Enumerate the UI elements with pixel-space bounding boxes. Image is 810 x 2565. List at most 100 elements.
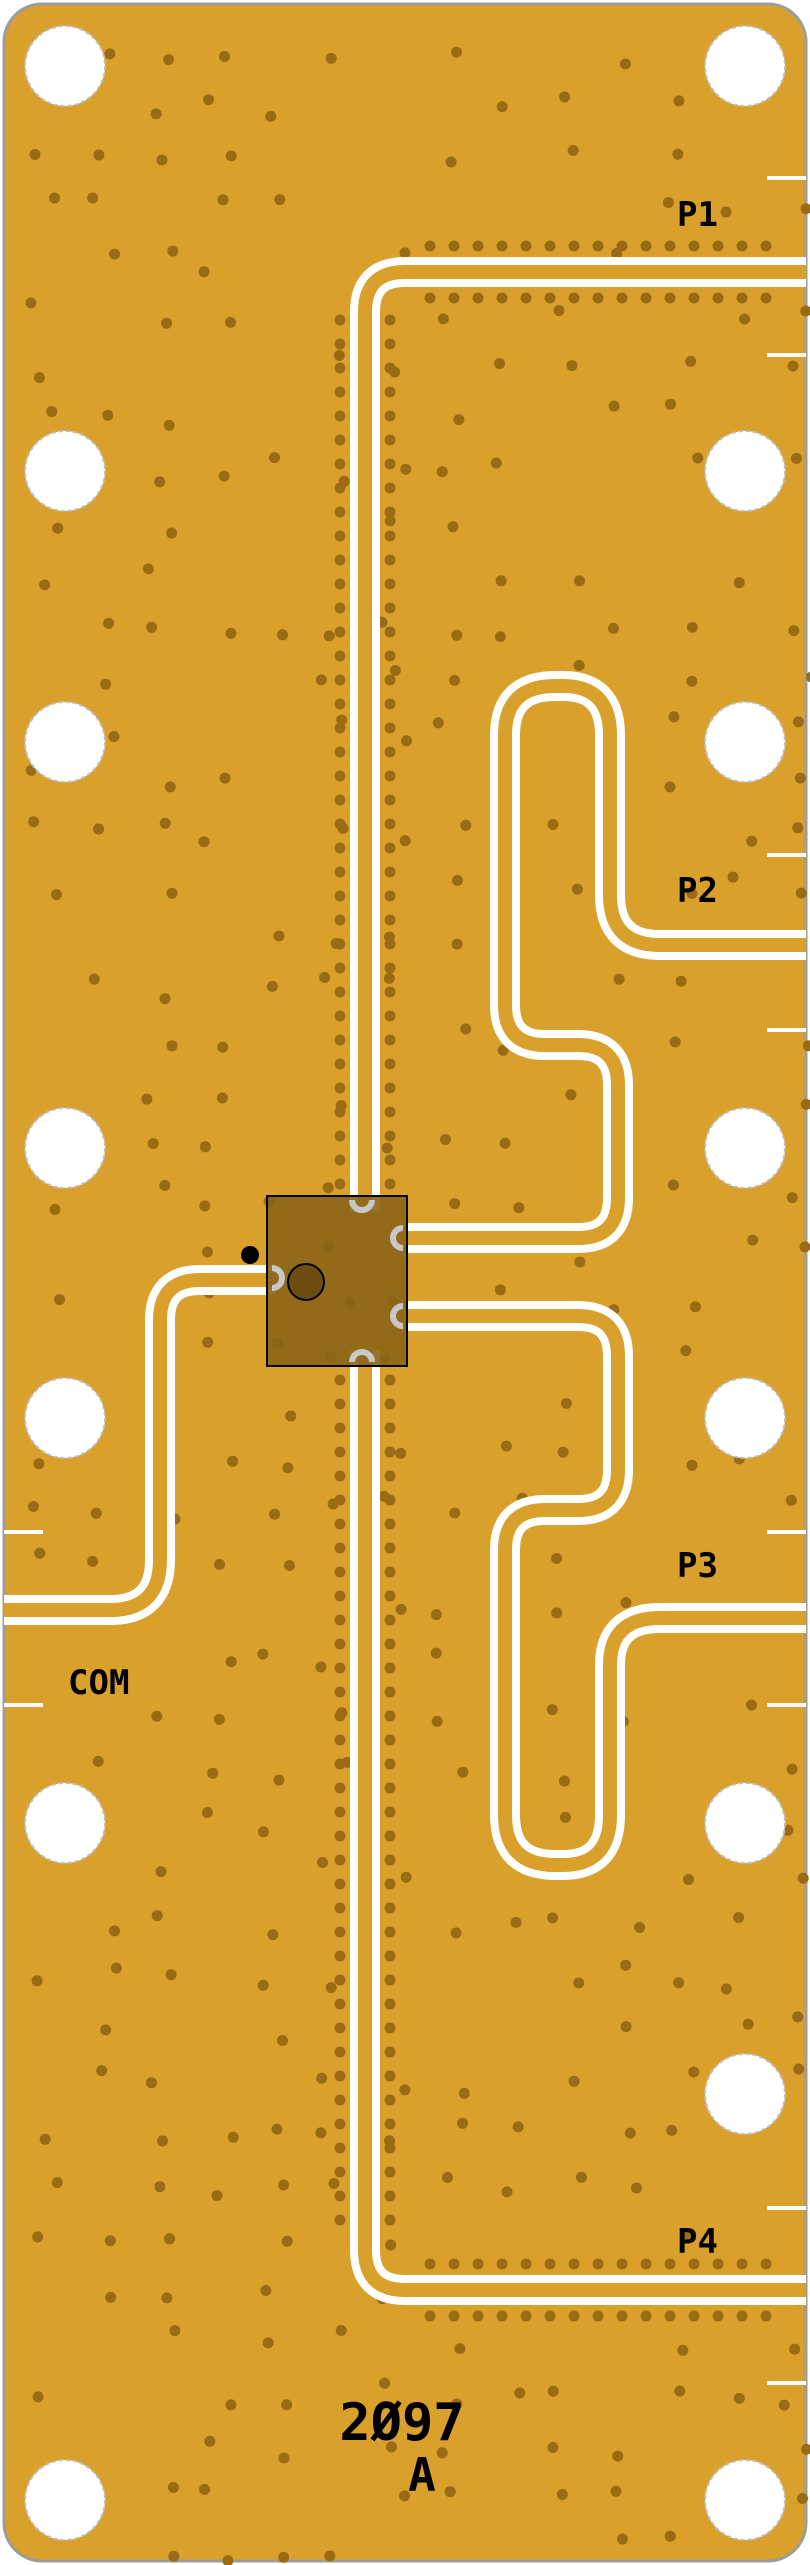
via-dot [219,51,230,62]
via-dot [219,772,231,784]
via-dot [592,292,604,304]
via-dot [168,2550,180,2562]
via-dot [400,463,412,475]
via-dot [87,192,99,204]
via-dot [677,2344,689,2356]
via-dot [384,2190,396,2202]
via-dot [28,816,40,828]
via-dot [448,2258,460,2270]
via-dot [271,2123,283,2135]
via-dot [260,2285,272,2296]
via-dot [334,1902,346,1914]
via-dot [788,625,800,637]
via-dot [496,2258,508,2270]
part-number: 2Ø97 [339,2393,464,2453]
via-dot [164,781,176,793]
via-dot [334,698,346,710]
via-dot [384,602,396,614]
via-dot [334,866,346,878]
via-dot [384,1806,396,1818]
via-dot [334,1758,346,1770]
via-dot [334,650,346,662]
via-dot [31,1975,43,1987]
via-dot [88,973,100,985]
via-dot [334,770,346,782]
via-dot [450,1927,462,1939]
via-dot [664,240,676,252]
trace-p1 [358,265,806,1212]
via-dot [574,1256,586,1268]
via-dot [592,240,604,252]
mounting-hole [24,1107,106,1189]
via-dot [496,101,508,113]
trace-p4 [358,1350,806,2297]
microstrip-traces [4,257,806,2305]
via-dot [334,1518,346,1530]
via-dot [93,823,105,835]
via-dot [727,871,739,883]
via-dot [334,914,346,926]
via-dot [199,1200,211,1212]
via-dot [165,1969,177,1981]
via-dot [384,1542,396,1554]
via-dot [662,197,674,208]
via-dot [207,1767,219,1779]
via-dot [334,626,346,638]
port-label-p4: P4 [677,2222,718,2262]
via-dot [39,2133,51,2145]
via-dot [667,1179,679,1191]
via-dot [472,2310,484,2322]
via-dot [334,386,346,398]
via-dot [384,458,396,470]
via-dot [664,2310,676,2322]
via-dot [384,1082,396,1094]
via-dot [736,2258,748,2270]
via-dot [430,1647,442,1659]
via-dot [384,1470,396,1482]
via-dot [384,1878,396,1890]
via-dot [104,2235,116,2247]
via-dot [384,1734,396,1746]
via-dot [664,292,676,304]
via-dot [384,698,396,710]
via-dot [334,842,346,854]
via-dot [448,240,460,252]
via-dot [800,305,810,317]
via-dot [688,240,700,252]
via-dot [33,372,45,384]
via-dot [400,1871,412,1883]
mounting-hole [704,1782,786,1864]
via-dot [384,938,396,950]
via-dot [334,1106,346,1118]
via-dot [444,2486,456,2498]
via-dot [616,2258,628,2270]
via-dot [384,314,396,326]
via-dot [50,889,62,901]
via-dot [32,2231,44,2243]
via-dot [613,973,625,985]
via-dot [334,794,346,806]
via-dot [384,1926,396,1938]
via-dot [384,410,396,422]
via-dot [334,1830,346,1842]
via-dot [384,1422,396,1434]
via-dot [334,2022,346,2034]
via-dot [547,2385,559,2397]
via-dot [384,1950,396,1962]
via-dot [384,1590,396,1602]
via-dot [384,2166,396,2178]
via-dot [334,482,346,494]
via-dot [334,1638,346,1650]
via-dot [782,1824,794,1836]
via-dot [384,1638,396,1650]
via-dot [384,1058,396,1070]
revision-letter: A [408,2448,436,2502]
via-dot [334,1734,346,1746]
via-dot [384,2046,396,2058]
via-dot [334,2118,346,2130]
via-dot [384,818,396,830]
via-dot [211,2190,223,2202]
via-dot [384,770,396,782]
via-dot [315,2127,327,2139]
